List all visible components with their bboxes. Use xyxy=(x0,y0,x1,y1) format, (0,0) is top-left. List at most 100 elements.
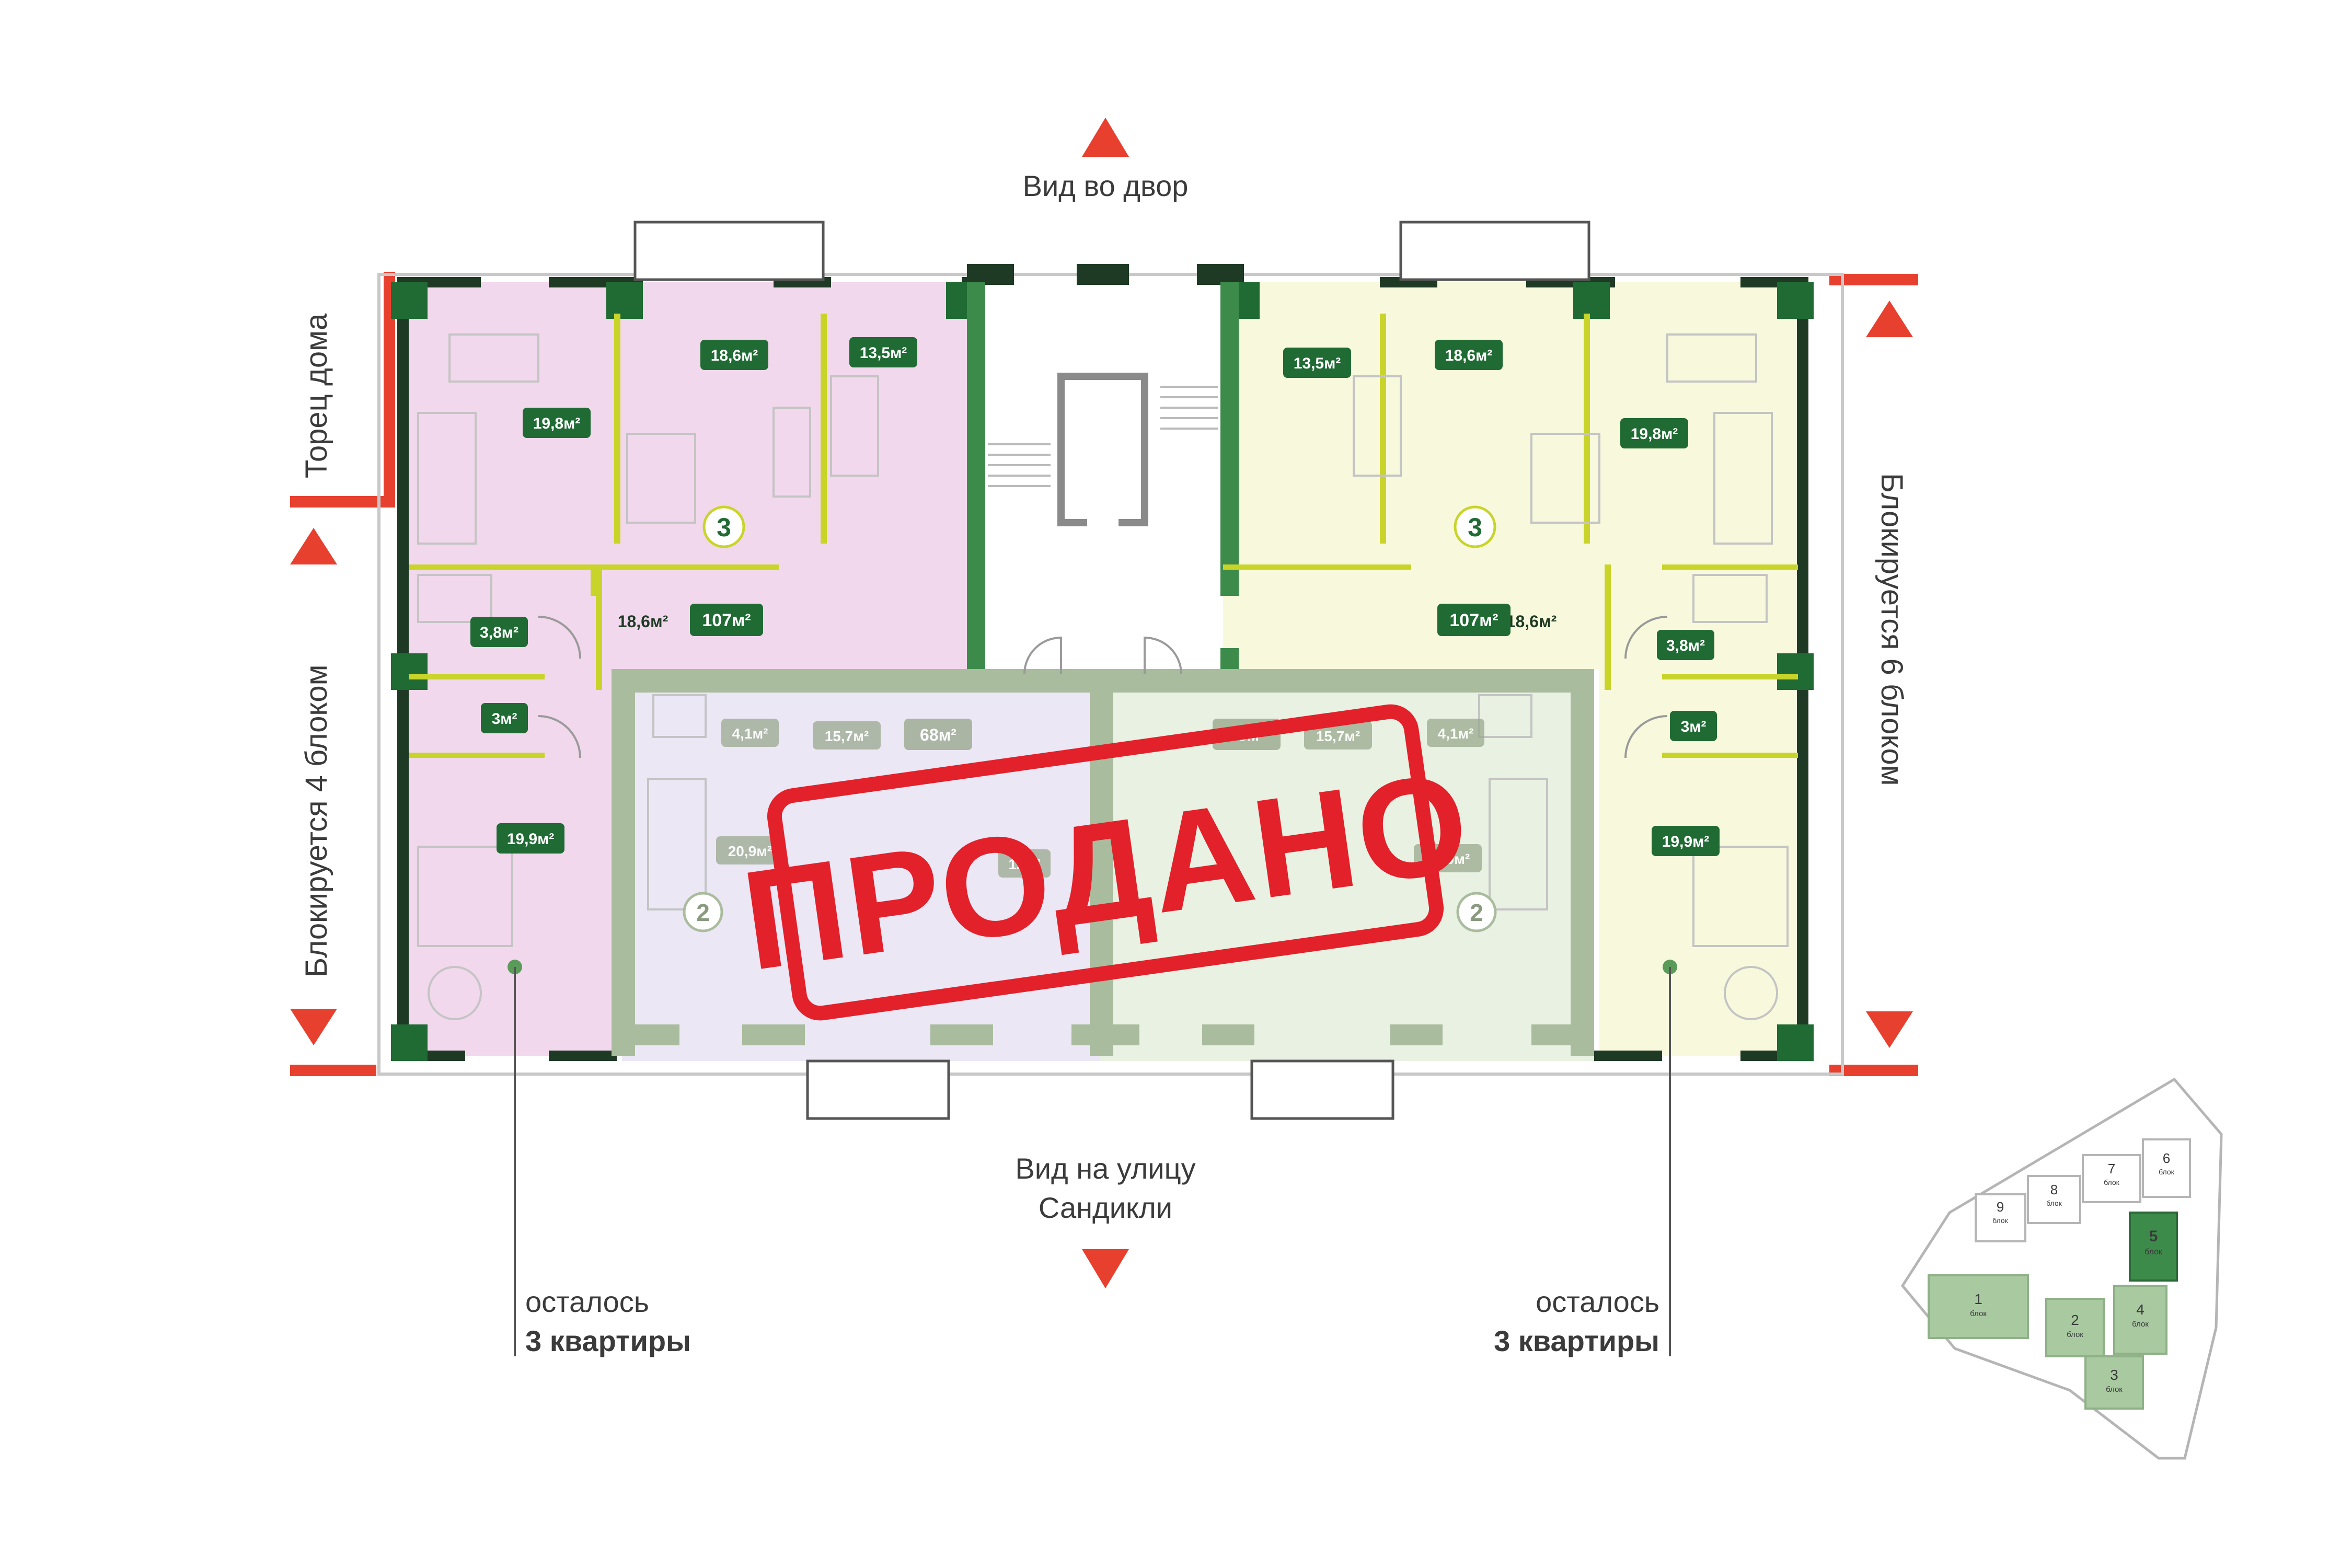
room-badge: 19,8м² xyxy=(523,408,591,438)
room-badge: 4,1м² xyxy=(1427,719,1484,747)
svg-text:107м²: 107м² xyxy=(702,610,751,630)
blocked-by-6-label: Блокируется 6 блоком xyxy=(1875,473,1909,786)
room-count-circle xyxy=(702,505,745,548)
svg-text:9: 9 xyxy=(1997,1199,2004,1215)
room-badge: 12м² xyxy=(998,849,1051,878)
svg-text:15,7м²: 15,7м² xyxy=(825,728,869,744)
svg-text:4,1м²: 4,1м² xyxy=(1438,725,1474,742)
room-count: 3 xyxy=(1468,513,1482,542)
minimap-block[interactable]: 3 блок xyxy=(2084,1355,2144,1410)
svg-text:6: 6 xyxy=(2163,1150,2170,1166)
end-of-house-label: Торец дома xyxy=(299,313,333,478)
svg-text:19,9м²: 19,9м² xyxy=(507,831,555,848)
balcony-bottom-left xyxy=(806,1059,950,1120)
remaining-prefix-left: осталось xyxy=(525,1285,649,1318)
apartment-right3-area-mid[interactable] xyxy=(1223,544,1599,669)
room-badge: 13,5м² xyxy=(849,337,917,367)
room-count-circle xyxy=(1456,892,1497,932)
svg-text:2: 2 xyxy=(2071,1312,2079,1328)
svg-text:12м²: 12м² xyxy=(1008,856,1040,872)
svg-text:15,7м²: 15,7м² xyxy=(1316,728,1361,744)
arrow-up-top-icon[interactable] xyxy=(1082,118,1129,157)
svg-text:20,9м²: 20,9м² xyxy=(728,843,773,859)
svg-text:3: 3 xyxy=(2110,1367,2118,1383)
room-badge: 15,7м² xyxy=(813,721,881,750)
apartment-total-badge[interactable]: 107м² xyxy=(1437,604,1511,636)
room-badge: 13,5м² xyxy=(1283,348,1351,378)
interior-walls xyxy=(409,314,1798,758)
svg-text:19,8м²: 19,8м² xyxy=(1631,425,1678,443)
svg-text:4: 4 xyxy=(2136,1301,2145,1318)
minimap-block-current[interactable]: 5 блок xyxy=(2129,1212,2178,1282)
svg-text:19,9м²: 19,9м² xyxy=(1662,833,1710,850)
minimap-block[interactable]: 8 блок xyxy=(2027,1175,2081,1224)
svg-text:19,8м²: 19,8м² xyxy=(533,415,581,432)
svg-text:блок: блок xyxy=(2132,1320,2149,1329)
apartment-left3-area-mid[interactable] xyxy=(617,544,983,669)
view-street-label-1: Вид на улицу xyxy=(1015,1152,1195,1185)
balcony-bottom-right xyxy=(1250,1059,1394,1120)
svg-text:блок: блок xyxy=(2104,1178,2120,1186)
svg-text:107м²: 107м² xyxy=(1449,610,1498,630)
room-badge: 19,9м² xyxy=(497,823,564,854)
svg-text:4,1м²: 4,1м² xyxy=(732,725,768,742)
apartment-total-badge[interactable]: 107м² xyxy=(690,604,763,636)
svg-text:18,6м²: 18,6м² xyxy=(1445,347,1493,364)
arrow-down-bottom-icon[interactable] xyxy=(1082,1249,1129,1288)
svg-text:3м²: 3м² xyxy=(492,710,517,728)
apartment-right3-area-lower[interactable] xyxy=(1599,544,1808,1056)
remaining-prefix-right: осталось xyxy=(1536,1285,1659,1318)
svg-text:блок: блок xyxy=(2159,1168,2175,1176)
room-area-label: 18,6м² xyxy=(1506,612,1557,631)
svg-text:3,8м²: 3,8м² xyxy=(480,624,518,641)
room-count: 2 xyxy=(696,899,710,926)
svg-text:13,5м²: 13,5м² xyxy=(860,344,907,362)
apartment-total-badge[interactable]: 68м² xyxy=(904,719,972,750)
arrow-down-left-icon[interactable] xyxy=(290,1009,337,1045)
balcony-top-right xyxy=(1399,221,1590,281)
minimap-block[interactable]: 7 блок xyxy=(2082,1154,2141,1203)
minimap-block[interactable]: 4 блок xyxy=(2113,1285,2167,1355)
room-badge: 3м² xyxy=(481,703,528,733)
mid-apartment-walls xyxy=(612,669,1594,1056)
minimap-block[interactable]: 2 блок xyxy=(2045,1298,2105,1357)
minimap-block[interactable]: 1 блок xyxy=(1928,1274,2029,1339)
room-badge: 19,9м² xyxy=(1652,826,1720,856)
balcony-top-left xyxy=(633,221,825,281)
apartment-left3-area[interactable] xyxy=(397,282,980,544)
svg-text:1: 1 xyxy=(1974,1291,1982,1307)
svg-text:блок: блок xyxy=(2106,1385,2123,1394)
svg-text:7: 7 xyxy=(2108,1161,2115,1177)
apartment-right3-area[interactable] xyxy=(1223,282,1808,544)
room-badge: 19,8м² xyxy=(1620,418,1688,448)
room-badge: 18,6м² xyxy=(700,340,768,370)
remaining-count-left: 3 квартиры xyxy=(525,1324,691,1357)
room-count-circle xyxy=(1454,505,1496,548)
room-count: 3 xyxy=(717,513,731,542)
site-minimap: 9 блок 8 блок 7 блок 6 блок 5 блок 4 бло… xyxy=(1900,1077,2223,1460)
svg-text:блок: блок xyxy=(2046,1199,2062,1207)
stairwell-wall-right xyxy=(1220,282,1239,596)
room-badge: 18,6м² xyxy=(1435,340,1503,370)
svg-text:блок: блок xyxy=(1970,1309,1987,1318)
stair-steps-left xyxy=(988,443,1051,487)
stairwell-wall-left xyxy=(967,282,985,648)
minimap-block[interactable]: 6 блок xyxy=(2142,1138,2191,1198)
room-badge: 3,8м² xyxy=(1657,630,1714,660)
svg-text:блок: блок xyxy=(2067,1330,2083,1339)
arrow-down-right-icon[interactable] xyxy=(1866,1011,1913,1048)
room-area-label: 18,6м² xyxy=(618,612,668,631)
remaining-count-right: 3 квартиры xyxy=(1494,1324,1659,1357)
minimap-block[interactable]: 9 блок xyxy=(1975,1193,2026,1242)
room-badge: 4,1м² xyxy=(721,719,779,747)
arrow-up-left-icon[interactable] xyxy=(290,528,337,564)
room-badge: 3,8м² xyxy=(470,617,528,647)
room-badge: 20,9м² xyxy=(716,836,784,864)
svg-text:3м²: 3м² xyxy=(1681,718,1707,735)
blocked-by-4-label: Блокируется 4 блоком xyxy=(299,664,333,977)
arrow-up-right-icon[interactable] xyxy=(1866,301,1913,337)
door-arcs xyxy=(538,616,1668,758)
svg-text:8: 8 xyxy=(2050,1182,2058,1197)
stair-steps-right xyxy=(1160,386,1218,430)
